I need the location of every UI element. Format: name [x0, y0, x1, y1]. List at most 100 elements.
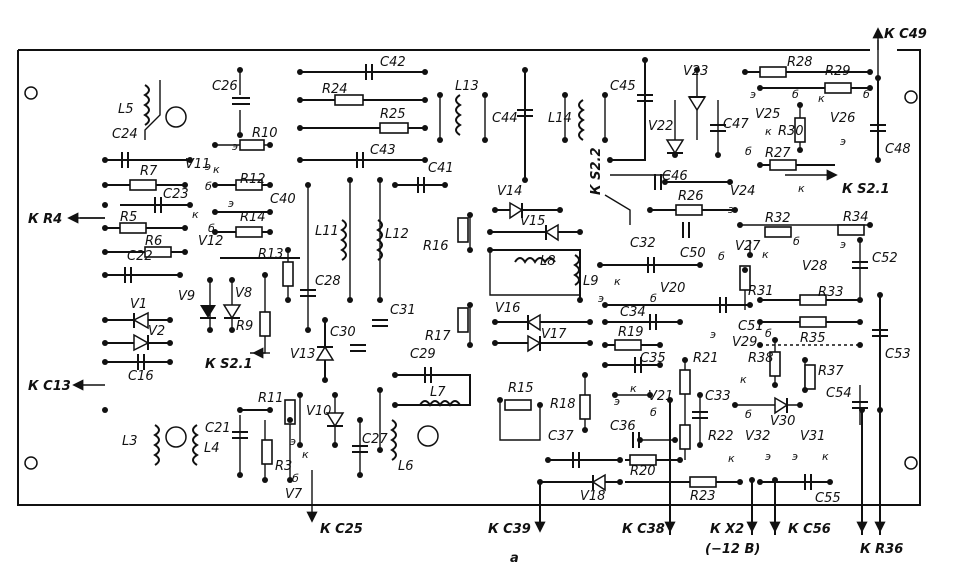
- solder-pad: [377, 297, 383, 303]
- label-c23: C23: [163, 187, 189, 202]
- pin-label: к: [213, 163, 220, 176]
- label-v17: V17: [541, 327, 567, 342]
- solder-pad: [182, 182, 188, 188]
- label-c16: C16: [128, 369, 154, 384]
- pin-label: б: [650, 292, 657, 305]
- solder-pad: [305, 327, 311, 333]
- coils: [143, 84, 585, 466]
- pin-label: б: [863, 88, 870, 101]
- label-l14: L14: [548, 111, 572, 126]
- solder-pad: [167, 317, 173, 323]
- solder-pad: [737, 479, 743, 485]
- resistor-r24-body: [334, 94, 364, 106]
- diode-v30-symbol: [774, 396, 789, 415]
- coil-core-hole-l5: [165, 106, 187, 128]
- solder-pad: [487, 247, 493, 253]
- coil-l9-winding: [573, 254, 580, 286]
- resistor-bodies: [119, 66, 865, 488]
- solder-pad: [207, 327, 213, 333]
- ext-label-k-c38: К С38: [622, 522, 665, 537]
- label-r12: R12: [240, 172, 266, 187]
- label-l12: L12: [385, 227, 409, 242]
- solder-pad: [167, 359, 173, 365]
- label-c26: C26: [212, 79, 238, 94]
- diode-v10-symbol: [325, 412, 345, 428]
- solder-pad: [772, 477, 778, 483]
- solder-pad: [467, 212, 473, 218]
- solder-pad: [677, 457, 683, 463]
- solder-pad: [642, 57, 648, 63]
- coil-l5-winding: [143, 84, 150, 126]
- solder-pad: [672, 152, 678, 158]
- diode-v15-symbol: [544, 223, 559, 242]
- solder-pad: [647, 207, 653, 213]
- resistor-r7-body: [129, 179, 157, 191]
- label-v15: V15: [520, 214, 545, 229]
- solder-pad: [467, 342, 473, 348]
- solder-pad: [377, 387, 383, 393]
- label-l5: L5: [118, 102, 134, 117]
- label-r26: R26: [678, 189, 704, 204]
- coil-l13-winding: [455, 94, 462, 136]
- solder-pad: [757, 297, 763, 303]
- label-v22: V22: [648, 119, 673, 134]
- label-r30: R30: [778, 124, 804, 139]
- resistor-r15-body: [504, 399, 532, 411]
- solder-pad: [422, 157, 428, 163]
- ext-label-k-s2-2: К S2.2: [589, 147, 604, 195]
- label-v31: V31: [800, 429, 825, 444]
- solder-pad: [697, 262, 703, 268]
- solder-pad: [392, 372, 398, 378]
- coil-l14-winding: [578, 99, 585, 141]
- label-v32: V32: [745, 429, 770, 444]
- label-v9: V9: [178, 289, 195, 304]
- resistor-r6-body: [144, 246, 172, 258]
- solder-pad: [102, 157, 108, 163]
- solder-pad: [742, 69, 748, 75]
- solder-pad: [297, 69, 303, 75]
- solder-pad: [487, 229, 493, 235]
- coil-l6-winding: [390, 419, 397, 461]
- solder-pad: [597, 262, 603, 268]
- solder-pad: [287, 477, 293, 483]
- pin-label: к: [798, 182, 805, 195]
- pin-label: б: [745, 408, 752, 421]
- label-v21: V21: [648, 389, 673, 404]
- pin-label: э: [840, 135, 846, 148]
- ext-label-k-c39: К С39: [488, 522, 531, 537]
- solder-pad: [212, 182, 218, 188]
- solder-pad: [297, 125, 303, 131]
- resistor-r37-body: [804, 364, 816, 390]
- solder-pads: [102, 57, 883, 485]
- resistor-r27-body: [769, 159, 797, 171]
- solder-pad: [442, 182, 448, 188]
- resistor-r34-body: [837, 224, 865, 236]
- resistor-r5-body: [119, 222, 147, 234]
- solder-pad: [537, 479, 543, 485]
- solder-pad: [582, 372, 588, 378]
- solder-pad: [267, 229, 273, 235]
- resistor-r38-body: [769, 351, 781, 377]
- mounting-hole-bottom-right: [904, 456, 918, 470]
- resistor-r20-body: [629, 454, 657, 466]
- solder-pad: [297, 442, 303, 448]
- solder-pad: [177, 272, 183, 278]
- resistor-r29-body: [824, 82, 852, 94]
- pin-label: э: [205, 160, 211, 173]
- label-c42: C42: [380, 55, 406, 70]
- label-r22: R22: [708, 429, 734, 444]
- solder-pad: [102, 202, 108, 208]
- label-v16: V16: [495, 301, 520, 316]
- ext-label-k-x2-voltage: (−12 В): [705, 542, 760, 557]
- solder-pad: [467, 247, 473, 253]
- resistor-r11-body: [284, 399, 296, 425]
- diode-v18-symbol: [591, 473, 606, 492]
- label-v10: V10: [306, 404, 331, 419]
- diode-v8-symbol: [222, 304, 242, 320]
- solder-pad: [392, 182, 398, 188]
- resistor-r33-body: [799, 294, 827, 306]
- label-r10: R10: [252, 126, 278, 141]
- label-l7: L7: [430, 385, 446, 400]
- label-l11: L11: [315, 224, 339, 239]
- resistor-r3-body: [261, 439, 273, 465]
